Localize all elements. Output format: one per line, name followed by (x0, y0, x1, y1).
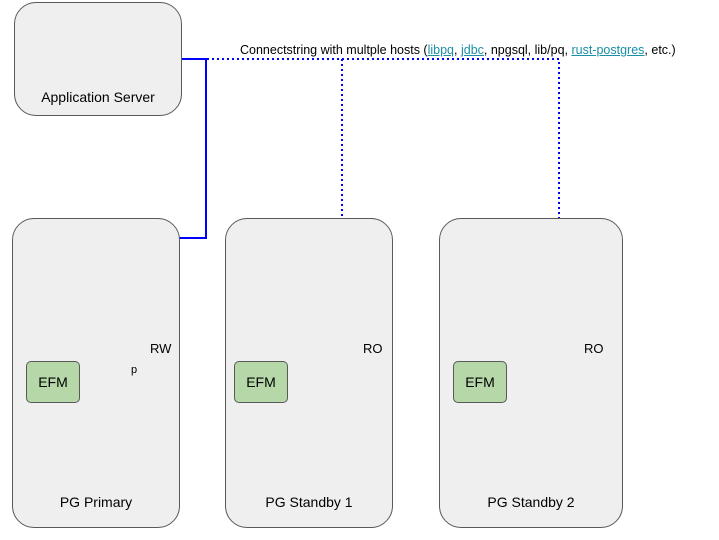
caption-separator: , (454, 43, 461, 57)
pg-standby-2-box: EFM RO PG Standby 2 (439, 218, 623, 528)
efm-badge: EFM (234, 361, 288, 403)
application-server-label: Application Server (41, 89, 155, 105)
role-label: RO (363, 341, 383, 356)
primary-db-label: p (131, 364, 138, 376)
pg-standby-1-box: EFM RO PG Standby 1 (225, 218, 393, 528)
role-label: RO (584, 341, 604, 356)
node-name-label: PG Standby 1 (265, 494, 353, 510)
libpq-link[interactable]: libpq (427, 43, 455, 57)
caption-suffix: , etc.) (644, 43, 676, 57)
pg-primary-box: EFM RW PG Primary (12, 218, 180, 528)
caption-prefix: Connectstring with multple hosts ( (240, 43, 428, 57)
application-server-box: Application Server (14, 2, 182, 116)
efm-badge: EFM (26, 361, 80, 403)
rust-postgres-link[interactable]: rust-postgres (571, 43, 645, 57)
role-label: RW (150, 341, 172, 356)
jdbc-link[interactable]: jdbc (460, 43, 484, 57)
efm-badge: EFM (453, 361, 507, 403)
caption-middle: , npgsql, lib/pq, (483, 43, 572, 57)
node-name-label: PG Primary (59, 494, 133, 510)
node-name-label: PG Standby 2 (487, 494, 575, 510)
connection-string-caption: Connectstring with multple hosts (libpq,… (240, 43, 676, 57)
